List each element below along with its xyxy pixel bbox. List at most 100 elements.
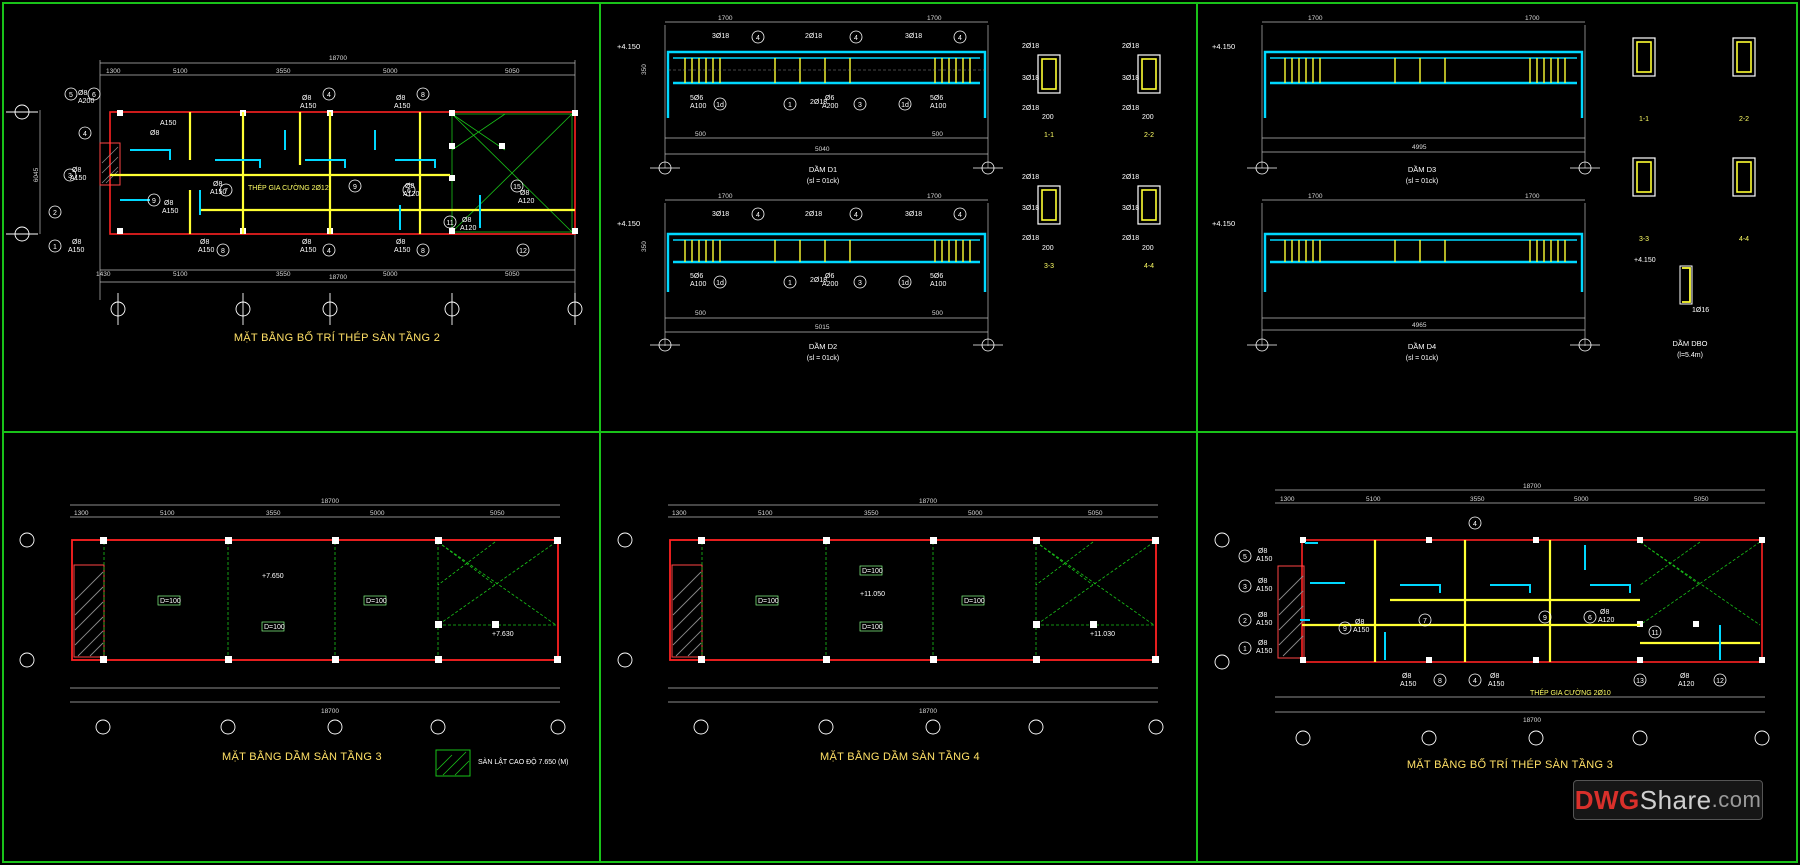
d2-length: 5015 xyxy=(815,324,830,331)
svg-text:1: 1 xyxy=(788,102,792,109)
svg-text:4: 4 xyxy=(958,35,962,42)
p6-title: MẶT BẰNG BỐ TRÍ THÉP SÀN TẦNG 3 xyxy=(1407,757,1613,771)
svg-text:A150: A150 xyxy=(1256,648,1272,655)
svg-text:11: 11 xyxy=(446,220,453,227)
svg-text:3Ø18: 3Ø18 xyxy=(1122,205,1139,212)
p4-elev-b: +7.630 xyxy=(492,631,514,638)
svg-text:12: 12 xyxy=(1716,678,1724,685)
svg-text:A150: A150 xyxy=(1256,586,1272,593)
svg-text:3: 3 xyxy=(858,102,862,109)
d2-bar-top: 2Ø18 xyxy=(805,211,822,218)
watermark-part2: Share xyxy=(1639,784,1712,815)
p6-span-3: 3550 xyxy=(1470,496,1485,503)
p5-span-2: 5100 xyxy=(758,510,773,517)
svg-text:9: 9 xyxy=(1543,615,1547,622)
svg-text:8: 8 xyxy=(1438,678,1442,685)
svg-text:A150: A150 xyxy=(162,208,178,215)
d3-length: 4995 xyxy=(1412,144,1427,151)
svg-text:Ø8: Ø8 xyxy=(1355,619,1364,626)
p5-slab-label-4: D=100 xyxy=(964,598,985,605)
svg-text:A120: A120 xyxy=(1678,681,1694,688)
svg-text:Ø8: Ø8 xyxy=(1258,548,1267,555)
svg-text:2Ø18: 2Ø18 xyxy=(1122,43,1139,50)
svg-text:A150: A150 xyxy=(394,103,410,110)
p1-total-dim-bottom: 18700 xyxy=(329,274,347,281)
svg-text:Ø8: Ø8 xyxy=(72,167,81,174)
svg-text:A150: A150 xyxy=(1353,627,1369,634)
p6-span-5: 5050 xyxy=(1694,496,1709,503)
svg-text:9: 9 xyxy=(353,184,357,191)
p1-bspan-4: 5000 xyxy=(383,271,398,278)
svg-text:1d: 1d xyxy=(901,102,909,109)
p5-span-4: 5000 xyxy=(968,510,983,517)
p4-span-4: 5000 xyxy=(370,510,385,517)
svg-text:200: 200 xyxy=(1142,245,1154,252)
dbo-name: DẦM DBO xyxy=(1672,338,1707,348)
svg-text:200: 200 xyxy=(1042,245,1054,252)
p5-total-bottom: 18700 xyxy=(919,708,937,715)
svg-text:A150: A150 xyxy=(1256,556,1272,563)
svg-text:2Ø18: 2Ø18 xyxy=(1122,174,1139,181)
svg-text:4: 4 xyxy=(958,212,962,219)
svg-text:2: 2 xyxy=(53,210,57,217)
svg-text:6: 6 xyxy=(407,188,411,195)
p5-total-top: 18700 xyxy=(919,498,937,505)
svg-text:Ø8: Ø8 xyxy=(1680,673,1689,680)
svg-text:6: 6 xyxy=(92,92,96,99)
p1-span-5: 5050 xyxy=(505,68,520,75)
p1-title: MẶT BẰNG BỐ TRÍ THÉP SÀN TẦNG 2 xyxy=(234,330,440,344)
svg-text:3: 3 xyxy=(1243,584,1247,591)
svg-text:2Ø18: 2Ø18 xyxy=(1122,235,1139,242)
svg-text:7: 7 xyxy=(224,188,228,195)
svg-text:200: 200 xyxy=(1042,114,1054,121)
svg-text:A150: A150 xyxy=(160,120,176,127)
d3-sub: (sl = 01ck) xyxy=(1406,178,1438,185)
d1-bar-bottom: 2Ø18 xyxy=(810,99,827,106)
svg-text:A150: A150 xyxy=(68,247,84,254)
p2-section-2-2: 2-2 xyxy=(1144,132,1154,139)
svg-text:7: 7 xyxy=(1423,618,1427,625)
svg-text:A100: A100 xyxy=(690,281,706,288)
svg-text:Ø8: Ø8 xyxy=(213,181,222,188)
svg-text:A100: A100 xyxy=(690,103,706,110)
svg-text:5Ø6: 5Ø6 xyxy=(690,95,703,102)
svg-text:8: 8 xyxy=(421,92,425,99)
d1-end-left: 1700 xyxy=(718,15,733,22)
p1-span-2: 5100 xyxy=(173,68,188,75)
svg-text:A150: A150 xyxy=(1488,681,1504,688)
p5-span-5: 5050 xyxy=(1088,510,1103,517)
d2-zone-right: 500 xyxy=(932,310,943,317)
svg-text:Ø8: Ø8 xyxy=(1490,673,1499,680)
d1-name: DẦM D1 xyxy=(809,164,837,174)
svg-text:A120: A120 xyxy=(1598,617,1614,624)
svg-text:5Ø6: 5Ø6 xyxy=(690,273,703,280)
d3-end-left: 1700 xyxy=(1308,15,1323,22)
watermark-part3: .com xyxy=(1711,787,1762,812)
beam-d3-elevation: 1700 1700 4995 +4.150 D xyxy=(1212,15,1600,185)
svg-text:Ø8: Ø8 xyxy=(396,239,405,246)
svg-text:Ø8: Ø8 xyxy=(1258,640,1267,647)
d1-zone-right: 500 xyxy=(932,131,943,138)
p4-span-2: 5100 xyxy=(160,510,175,517)
svg-text:2Ø18: 2Ø18 xyxy=(1022,235,1039,242)
d2-elevation: +4.150 xyxy=(617,219,640,228)
p3-cross-sections: 1-1 2-2 3-3 4-4 +4.150 1Ø16 DẦM DBO (l=5… xyxy=(1632,37,1756,359)
svg-text:11: 11 xyxy=(1651,630,1658,637)
svg-text:1d: 1d xyxy=(716,102,724,109)
p4-total-top: 18700 xyxy=(321,498,339,505)
d1-zone-left: 500 xyxy=(695,131,706,138)
svg-text:A150: A150 xyxy=(198,247,214,254)
p1-bspan-1: 1430 xyxy=(96,271,111,278)
p1-span-1: 1300 xyxy=(106,68,121,75)
d1-bar-mid-right: 3Ø18 xyxy=(905,33,922,40)
svg-text:15: 15 xyxy=(513,184,521,191)
svg-text:A150: A150 xyxy=(1400,681,1416,688)
panel-beam-plan-level4: 18700 18700 1300 5100 3550 5000 5050 xyxy=(617,498,1164,763)
svg-text:A200: A200 xyxy=(822,281,838,288)
svg-text:Ø8: Ø8 xyxy=(78,90,87,97)
p1-bspan-3: 3550 xyxy=(276,271,291,278)
p4-span-5: 5050 xyxy=(490,510,505,517)
svg-text:Ø8: Ø8 xyxy=(302,95,311,102)
